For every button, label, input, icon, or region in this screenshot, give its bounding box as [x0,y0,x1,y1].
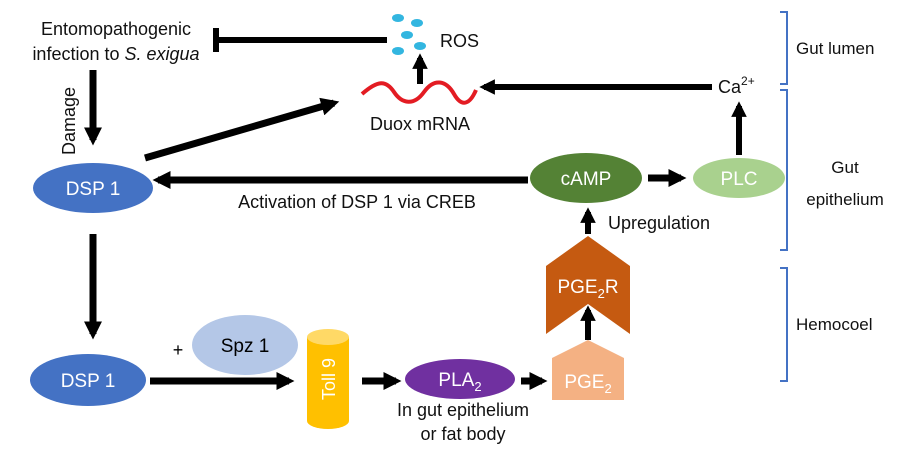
ros-dot [401,31,413,39]
camp-label: cAMP [561,169,612,190]
pla2-sub: 2 [474,379,481,394]
plc-node [693,158,785,198]
infection-line1: Entomopathogenic [41,19,191,39]
pge2-base: PGE [564,372,604,393]
region-hemocoel: Hemocoel [796,315,873,334]
pge2-node [552,340,624,400]
infection-prefix: infection to [32,44,124,64]
toll9-label: Toll 9 [319,358,339,400]
pge2r-tail: R [605,277,619,298]
duox-mrna-wave [360,80,478,105]
plus-sign: + [173,340,184,360]
dsp1-upper-label: DSP 1 [66,179,121,200]
activation-label: Activation of DSP 1 via CREB [238,192,476,212]
infection-line2: infection to S. exigua [32,44,199,64]
plc-label: PLC [721,169,758,190]
region-gut-epithelium-line1: Gut [831,158,859,177]
toll9-node [307,329,349,429]
region-gut-epithelium-line2: epithelium [806,190,884,209]
ros-dots [392,14,426,55]
toll9-top [307,329,349,345]
bracket-hemocoel [780,267,788,382]
pla2-label: PLA2 [438,370,481,394]
pge2r-base: PGE [557,277,597,298]
duox-label: Duox mRNA [370,114,470,134]
ros-label: ROS [440,31,479,51]
pge2r-sub: 2 [598,286,605,301]
dsp1-to-duox-arrow [144,97,340,162]
infection-species: S. exigua [125,44,200,64]
pla2-node [405,359,515,399]
dsp1-upper-node [33,163,153,213]
ros-dot [414,42,426,50]
calcium-label: Ca2+ [718,74,755,97]
damage-label: Damage [59,87,79,155]
region-gut-lumen: Gut lumen [796,39,874,58]
ros-dot [411,19,423,27]
location-line1: In gut epithelium [397,400,529,420]
spz1-node [192,315,298,375]
dsp1-lower-node [30,354,146,406]
upregulation-label: Upregulation [608,213,710,233]
spz1-label: Spz 1 [221,336,270,357]
ros-dot [392,47,404,55]
calcium-sup: 2+ [741,74,755,88]
pge2r-label: PGE2R [557,277,618,301]
bracket-gut-epithelium [780,89,788,251]
toll9-body [307,337,349,429]
bracket-gut-lumen [780,11,788,85]
dsp1-lower-label: DSP 1 [61,371,116,392]
camp-node [530,153,642,203]
pge2-label: PGE2 [564,372,611,396]
pge2-sub: 2 [604,381,611,396]
pge2r-receptor [546,236,630,334]
ros-dot [392,14,404,22]
calcium-base: Ca [718,77,742,97]
pla2-base: PLA [438,370,474,391]
location-line2: or fat body [420,424,505,444]
